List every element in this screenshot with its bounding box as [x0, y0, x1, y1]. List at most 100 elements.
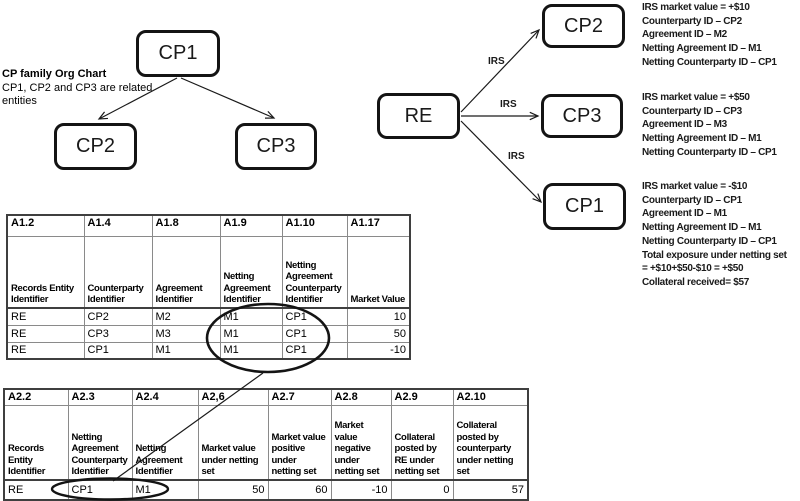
table1-data-cell: 10 [346, 307, 411, 326]
table1-code-cell: A1.8 [151, 214, 221, 237]
org-node-cp1-label: CP1 [158, 42, 198, 64]
note-line: Agreement ID – M2 [642, 29, 727, 41]
cp2-notes: IRS market value = +$10 Counterparty ID … [642, 1, 777, 70]
table2-code-cell: A2.8 [330, 388, 392, 406]
table1-code-cell: A1.9 [219, 214, 283, 237]
table1-header-cell: Records Entity Identifier [6, 235, 85, 309]
note-line: Agreement ID – M1 [642, 208, 727, 220]
org-chart-caption-line3: entities [2, 95, 37, 107]
cp1-notes: IRS market value = -$10 Counterparty ID … [642, 180, 787, 290]
exposure-node-cp2-label: CP2 [564, 14, 603, 37]
table2-code-cell: A2.10 [452, 388, 529, 406]
table1-row: RE CP1 M1 M1 CP1 -10 [6, 341, 411, 360]
arrowhead [264, 110, 276, 119]
org-node-cp2-label: CP2 [76, 135, 115, 157]
table2-data-cell: 0 [390, 479, 454, 501]
table1-data-cell: M1 [219, 341, 283, 360]
arrowhead [530, 28, 541, 39]
arrowhead [532, 193, 543, 204]
table2-data-cell: 60 [267, 479, 332, 501]
re-arrow-to-cp1 [460, 120, 542, 203]
table1-data-cell: M1 [219, 324, 283, 343]
note-line: Netting Agreement ID – M1 [642, 43, 762, 55]
org-arrow-cp1-to-cp3 [180, 77, 275, 119]
table2-data-cell: 50 [197, 479, 269, 501]
table1-code-cell: A1.2 [6, 214, 85, 237]
table1-data-cell: -10 [346, 341, 411, 360]
table1-data-cell: M1 [151, 341, 221, 360]
note-line: Collateral received= $57 [642, 276, 750, 288]
table1-header-cell: Market Value [346, 235, 411, 309]
note-line: IRS market value = +$50 [642, 92, 750, 103]
cp3-notes: IRS market value = +$50 Counterparty ID … [642, 91, 777, 160]
arrowhead [529, 111, 540, 121]
table2-data-cell: 57 [452, 479, 529, 501]
exposure-node-cp3-label: CP3 [562, 104, 602, 127]
table2-header-cell: Market value under netting set [197, 404, 269, 481]
note-line: IRS market value = -$10 [642, 181, 748, 192]
table1-data-cell: CP1 [83, 341, 153, 360]
table2-row: RE CP1 M1 50 60 -10 0 57 [3, 479, 529, 501]
org-chart-caption: CP family Org Chart CP1, CP2 and CP3 are… [2, 68, 152, 109]
note-line: Netting Counterparty ID – CP1 [642, 146, 777, 158]
table2-header-cell: Records Entity Identifier [3, 404, 69, 481]
table1-code-cell: A1.10 [281, 214, 348, 237]
table-a1-positions: A1.2 A1.4 A1.8 A1.9 A1.10 A1.17 Records … [6, 214, 411, 360]
note-line: Counterparty ID – CP2 [642, 15, 742, 27]
table2-code-cell: A2.7 [267, 388, 332, 406]
table2-code-cell: A2,6 [197, 388, 269, 406]
table1-data-cell: CP2 [83, 307, 153, 326]
edge-label-irs-cp1: IRS [508, 151, 525, 162]
table2-data-cell: M1 [131, 479, 199, 501]
table2-data-cell: RE [3, 479, 69, 501]
table1-data-cell: RE [6, 307, 85, 326]
table1-row: RE CP2 M2 M1 CP1 10 [6, 307, 411, 326]
arrowhead [97, 111, 109, 120]
table2-header-cell: Netting Agreement Counterparty Identifie… [67, 404, 133, 481]
edge-label-irs-cp2: IRS [488, 56, 505, 67]
exposure-node-cp1: CP1 [543, 183, 626, 230]
table2-header-cell: Collateral posted by RE under netting se… [390, 404, 454, 481]
note-line: = +$10+$50-$10 = +$50 [642, 263, 744, 275]
org-chart-caption-title: CP family Org Chart [2, 68, 107, 80]
table2-code-cell: A2.9 [390, 388, 454, 406]
note-line: Total exposure under netting set [642, 249, 787, 261]
table1-data-cell: M3 [151, 324, 221, 343]
note-line: Netting Agreement ID – M1 [642, 222, 762, 234]
table1-data-cell: RE [6, 324, 85, 343]
table2-data-cell: -10 [330, 479, 392, 501]
note-line: IRS market value = +$10 [642, 2, 750, 13]
table1-data-cell: 50 [346, 324, 411, 343]
table2-header-cell: Collateral posted by counterparty under … [452, 404, 529, 481]
org-node-cp3: CP3 [235, 123, 317, 170]
table1-data-cell: RE [6, 341, 85, 360]
exposure-node-cp1-label: CP1 [565, 195, 604, 217]
org-node-cp1: CP1 [136, 30, 220, 77]
table1-data-cell: M1 [219, 307, 283, 326]
note-line: Netting Agreement ID – M1 [642, 133, 762, 145]
table1-data-cell: CP1 [281, 307, 348, 326]
table2-data-cell: CP1 [67, 479, 133, 501]
note-line: Agreement ID – M3 [642, 119, 727, 131]
table-a2-positions: A2.2 A2.3 A2.4 A2,6 A2.7 A2.8 A2.9 A2.10… [3, 388, 529, 501]
table2-header-cell: Netting Agreement Identifier [131, 404, 199, 481]
org-node-cp2: CP2 [54, 123, 137, 170]
exposure-node-cp3: CP3 [541, 94, 623, 138]
table1-row: RE CP3 M3 M1 CP1 50 [6, 324, 411, 343]
table1-data-cell: CP3 [83, 324, 153, 343]
table1-code-cell: A1.4 [83, 214, 153, 237]
table2-code-cell: A2.2 [3, 388, 69, 406]
table2-header-cell: Market value negative under netting set [330, 404, 392, 481]
table1-header-cell: Netting Agreement Counterparty Identifie… [281, 235, 348, 309]
table1-data-cell: CP1 [281, 341, 348, 360]
exposure-node-cp2: CP2 [542, 4, 625, 48]
re-node: RE [377, 93, 460, 139]
edge-label-irs-cp3: IRS [500, 99, 517, 110]
note-line: Netting Counterparty ID – CP1 [642, 235, 777, 247]
note-line: Netting Counterparty ID – CP1 [642, 56, 777, 68]
table2-header-cell: Market value positive under netting set [267, 404, 332, 481]
note-line: Counterparty ID – CP1 [642, 194, 742, 206]
table2-code-cell: A2.4 [131, 388, 199, 406]
org-chart-caption-line2: CP1, CP2 and CP3 are related [2, 81, 153, 94]
